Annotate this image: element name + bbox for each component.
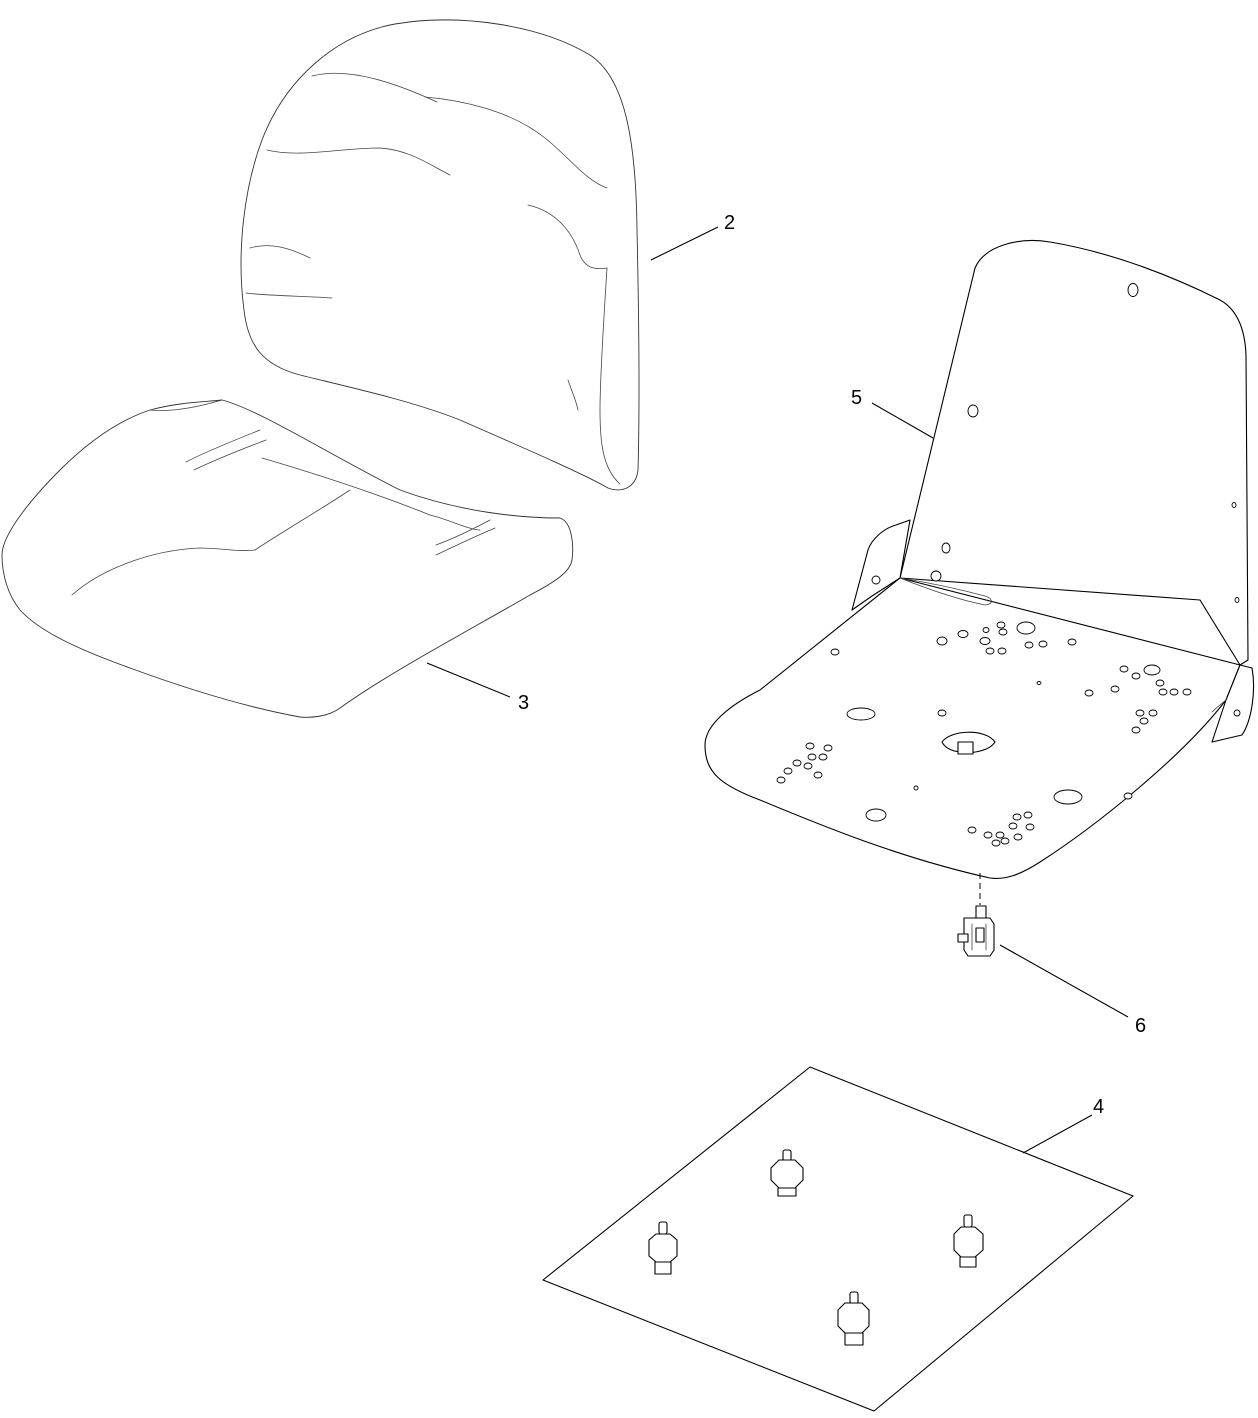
callout-5: 5 [851,387,862,409]
rubber-mount-right [953,1214,984,1268]
rubber-mount-top [770,1149,804,1197]
callout-4: 4 [1093,1096,1104,1118]
callout-6: 6 [1135,1015,1146,1037]
seat-pan [704,240,1255,879]
seat-switch [957,905,995,957]
callout-3: 3 [518,692,529,714]
seat-cushion [1,399,574,718]
backrest-cushion [240,19,640,491]
leader-line-2 [650,226,719,261]
callout-2: 2 [724,212,735,234]
isolator-plate [542,1066,1134,1412]
rubber-mount-left [648,1221,678,1275]
leader-line-4 [1022,1114,1093,1154]
leader-line-3 [426,662,511,698]
rubber-mount-bottom [837,1291,870,1346]
leader-line-6 [999,944,1129,1018]
leader-line-5 [871,402,934,439]
